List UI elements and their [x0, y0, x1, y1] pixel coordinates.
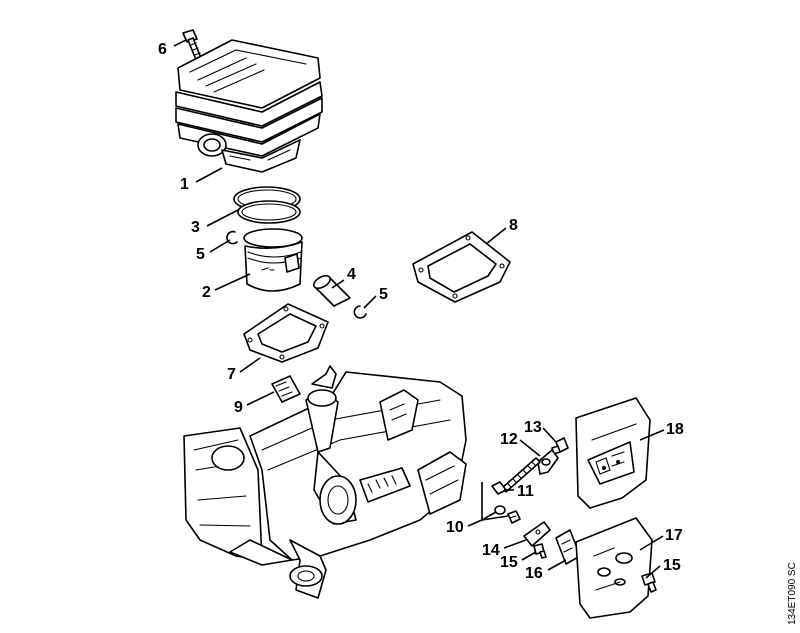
- callout-18: 18: [666, 421, 684, 438]
- part-14-plate[interactable]: [523, 521, 551, 547]
- callout-4: 4: [347, 266, 356, 283]
- callout-9: 9: [234, 399, 243, 416]
- part-3-piston-rings[interactable]: [233, 186, 301, 224]
- callout-17: 17: [665, 527, 683, 544]
- callout-10: 10: [446, 519, 464, 536]
- part-12-bracket[interactable]: [537, 449, 559, 475]
- part-15-screw-middle[interactable]: [533, 543, 547, 559]
- part-13-clip[interactable]: [551, 437, 569, 455]
- callout-2: 2: [202, 284, 211, 301]
- callout-13: 13: [524, 419, 542, 436]
- callout-15-right: 15: [663, 557, 681, 574]
- leader-lines: [173, 39, 665, 579]
- part-1-cylinder[interactable]: [175, 39, 323, 173]
- callout-1: 1: [180, 176, 189, 193]
- callout-15-middle: 15: [500, 554, 518, 571]
- part-7-base-gasket[interactable]: [243, 303, 329, 363]
- part-9-needle-cage[interactable]: [271, 375, 301, 403]
- callout-16: 16: [525, 565, 543, 582]
- part-2-piston[interactable]: [243, 228, 303, 292]
- part-6-screw[interactable]: [182, 29, 202, 61]
- callout-5-left: 5: [196, 246, 205, 263]
- part-17-inner-plate[interactable]: [575, 517, 653, 619]
- callout-14: 14: [482, 542, 500, 559]
- crankcase-assembly: [183, 365, 467, 599]
- part-5-circlip-right[interactable]: [353, 305, 367, 319]
- callout-5-right: 5: [379, 286, 388, 303]
- part-10-set[interactable]: [494, 505, 521, 524]
- part-18-cover-plate[interactable]: [575, 397, 651, 509]
- part-4-piston-pin[interactable]: [312, 273, 351, 307]
- callout-7: 7: [227, 366, 236, 383]
- callout-3: 3: [191, 219, 200, 236]
- callout-11: 11: [517, 483, 534, 500]
- callout-6: 6: [158, 41, 167, 58]
- part-8-cylinder-gasket[interactable]: [412, 231, 511, 303]
- part-15-screw-right[interactable]: [641, 572, 657, 593]
- drawing-code: 134ET090 SC: [787, 562, 798, 625]
- callout-8: 8: [509, 217, 518, 234]
- callout-12: 12: [500, 431, 518, 448]
